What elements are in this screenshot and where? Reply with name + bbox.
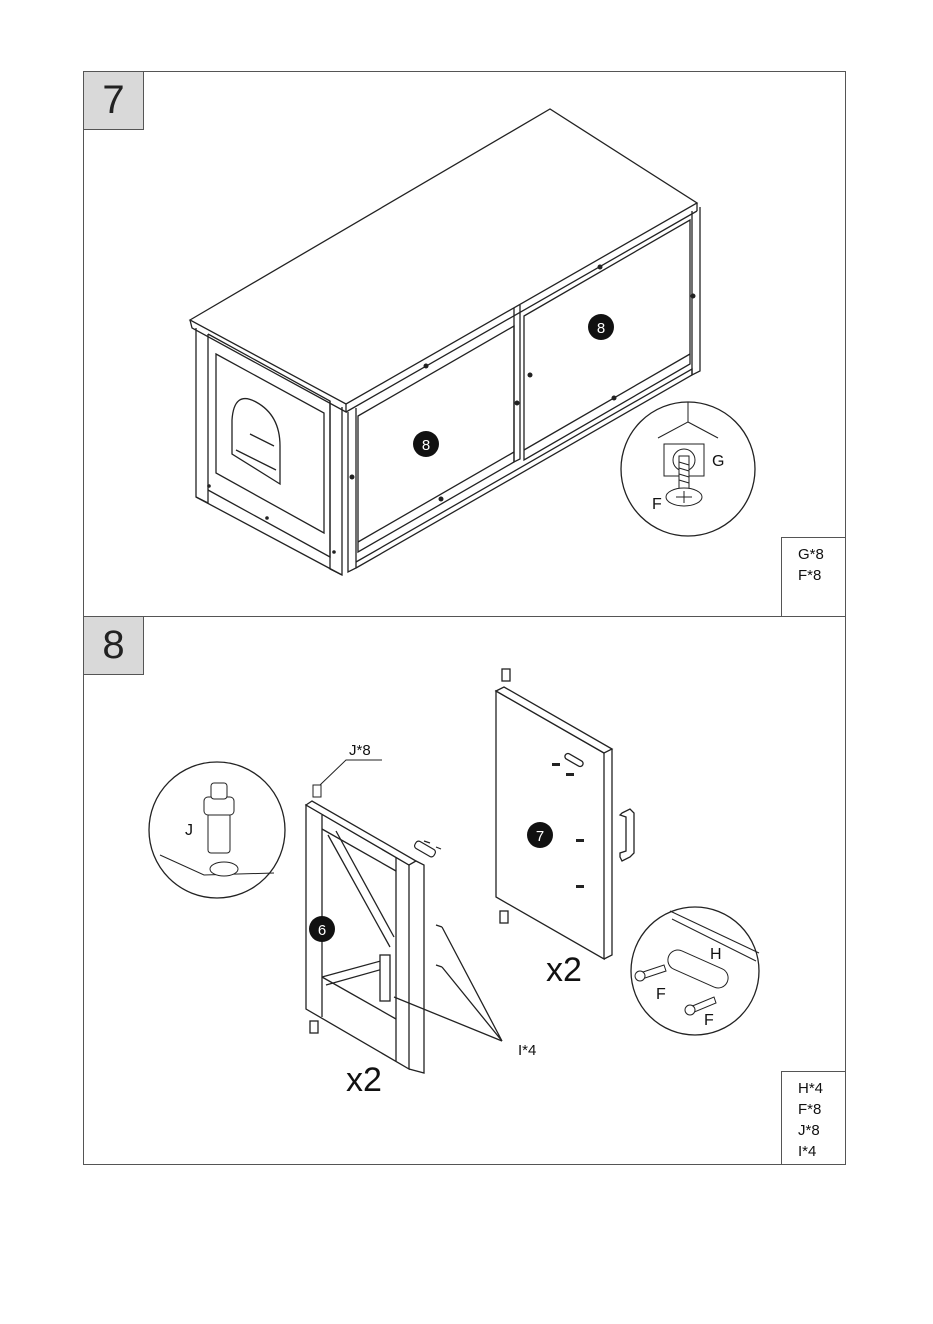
svg-text:H: H: [710, 946, 722, 963]
part-qty: F*8: [798, 1099, 845, 1120]
door-panel-7: [496, 669, 612, 959]
part-qty: J*8: [798, 1120, 845, 1141]
part-qty: I*4: [798, 1141, 845, 1162]
plate-detail-callout: H F F: [631, 907, 759, 1035]
svg-text:G: G: [712, 453, 724, 470]
svg-text:F: F: [704, 1012, 714, 1029]
panel-badge-right: 8: [588, 314, 614, 340]
panel-badge-7: 7: [527, 822, 553, 848]
svg-text:8: 8: [422, 437, 430, 454]
hinge-plate: [413, 840, 441, 858]
svg-text:J: J: [185, 822, 193, 839]
svg-text:F: F: [656, 986, 666, 1003]
step-7-panel: 7: [83, 71, 846, 617]
parts-list: G*8 F*8: [781, 537, 845, 616]
svg-text:7: 7: [536, 828, 544, 845]
cabinet-drawing: [190, 109, 700, 575]
svg-text:8: 8: [597, 320, 605, 337]
step-7-illustration: 8 8 G F: [84, 72, 847, 618]
dowel-detail-callout: J: [149, 762, 285, 898]
screw-detail-callout: G F: [621, 402, 755, 536]
screw-label: I*4: [518, 1042, 536, 1059]
parts-list: H*4 F*8 J*8 I*4: [781, 1071, 845, 1164]
screws-i: [394, 925, 502, 1041]
svg-text:6: 6: [318, 922, 326, 939]
svg-text:J*8: J*8: [349, 742, 371, 759]
panel-badge-left: 8: [413, 431, 439, 457]
part-qty: H*4: [798, 1078, 845, 1099]
svg-text:F: F: [652, 496, 662, 513]
part-qty: F*8: [798, 565, 845, 586]
quantity-left: x2: [346, 1061, 382, 1099]
door-handle: [620, 809, 634, 861]
dowel-label: J*8: [313, 742, 382, 797]
part-qty: G*8: [798, 544, 845, 565]
quantity-right: x2: [546, 951, 582, 989]
step-8-panel: 8 J J*8: [83, 616, 846, 1165]
panel-badge-6: 6: [309, 916, 335, 942]
step-8-illustration: J J*8 6: [84, 617, 847, 1166]
